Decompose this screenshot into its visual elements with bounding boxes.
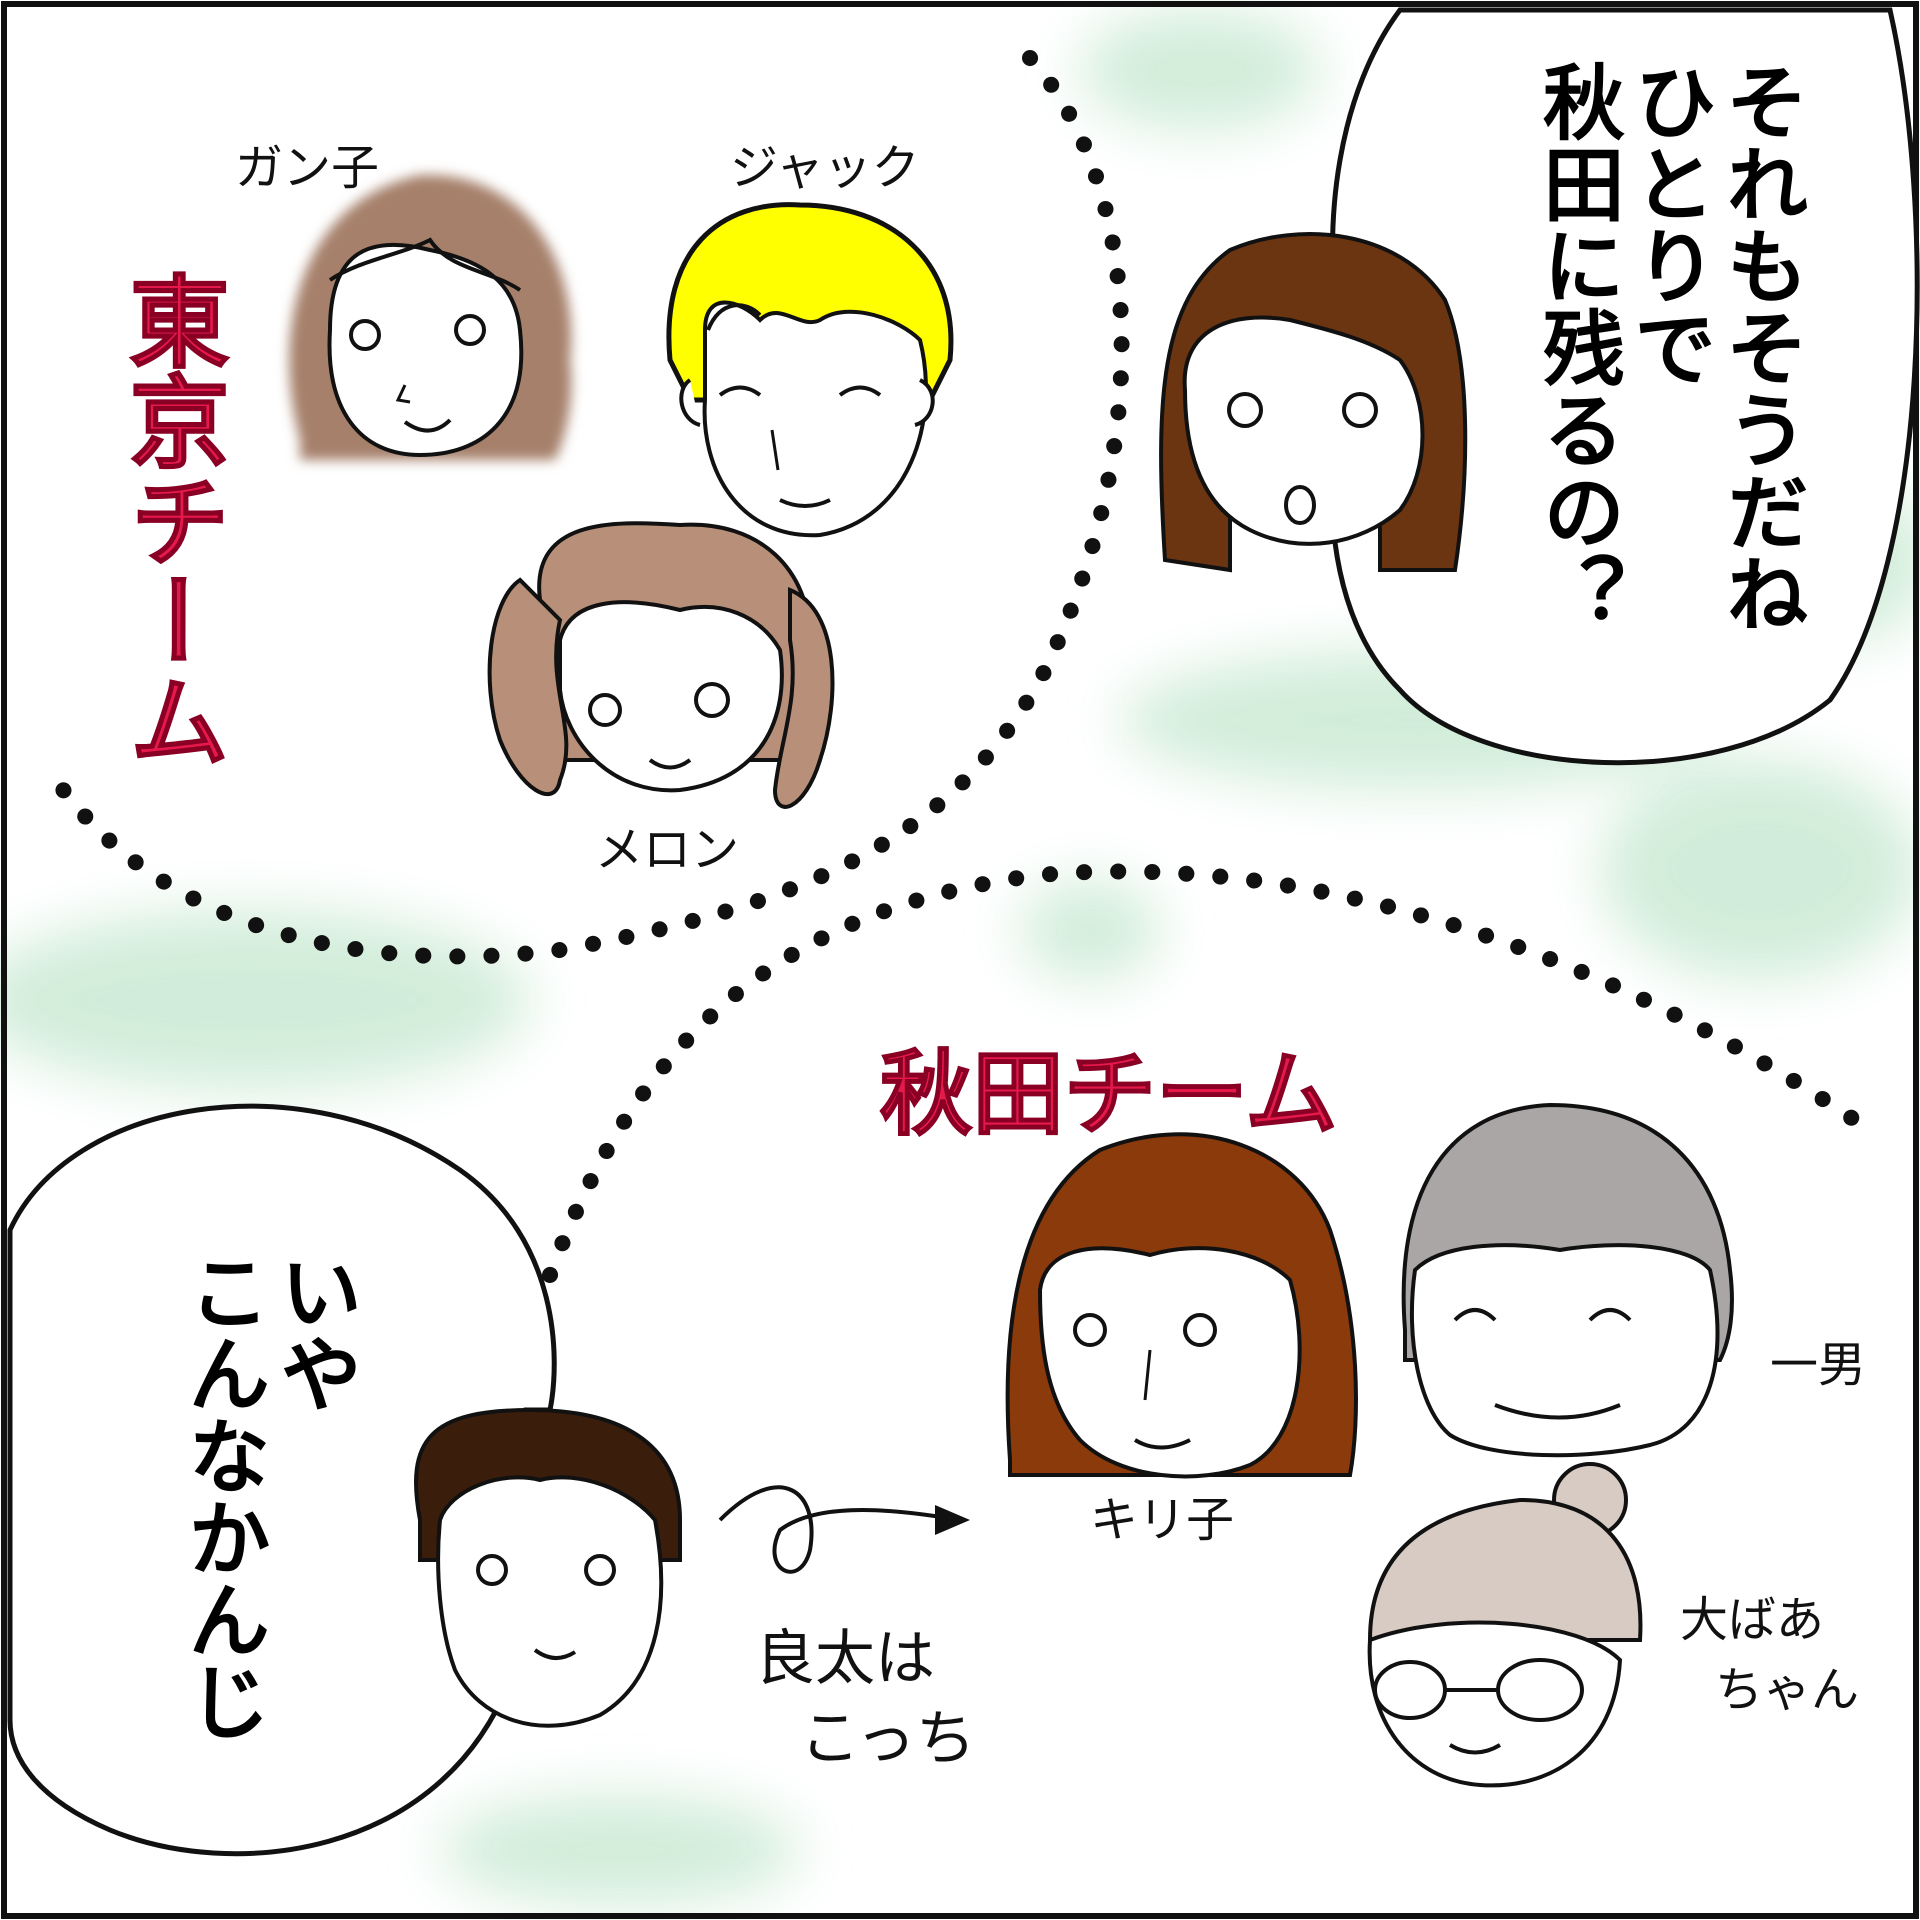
name-melon: メロン <box>595 822 740 878</box>
bubble-top-right-text: それもそうだね ひとりで 秋田に残るの？ <box>1528 60 1807 634</box>
bubble-bottom-left-line1: いや <box>265 1250 361 1414</box>
character-kiriko <box>1005 1132 1358 1479</box>
bubble-bottom-left-text: いや こんなかんじ <box>173 1250 361 1742</box>
bubble-bottom-left-line2: こんなかんじ <box>173 1250 269 1742</box>
character-kazuo <box>1401 1102 1734 1458</box>
name-ganko: ガン子 <box>235 140 380 196</box>
arrow <box>718 1485 961 1574</box>
character-ganko <box>289 174 572 461</box>
name-obaachan-line2: ちゃん <box>1715 1662 1860 1718</box>
akita-team-label: 秋田チーム <box>879 1040 1338 1149</box>
bubble-top-right-line1: それもそうだね <box>1712 60 1807 634</box>
character-melon <box>487 521 835 809</box>
character-obaachan <box>1367 1462 1643 1788</box>
name-kiriko: キリ子 <box>1090 1492 1235 1548</box>
tokyo-team-label: 東京チーム <box>111 269 230 771</box>
bubble-top-right-line2: ひとりで <box>1620 60 1716 388</box>
character-ryota <box>414 1407 682 1728</box>
name-jack: ジャック <box>730 140 920 196</box>
character-jack <box>666 202 954 538</box>
character-girl <box>1159 232 1468 573</box>
name-obaachan-line1: 大ばあ <box>1680 1592 1825 1648</box>
name-kazuo: 一男 <box>1770 1337 1867 1393</box>
name-ryota-line1: 良太は <box>755 1624 935 1694</box>
name-ryota-line2: こっち <box>800 1704 976 1774</box>
bubble-top-right-line3: 秋田に残るの？ <box>1528 60 1624 634</box>
arrow-head <box>935 1505 970 1535</box>
dotted-divider <box>38 50 1870 1283</box>
